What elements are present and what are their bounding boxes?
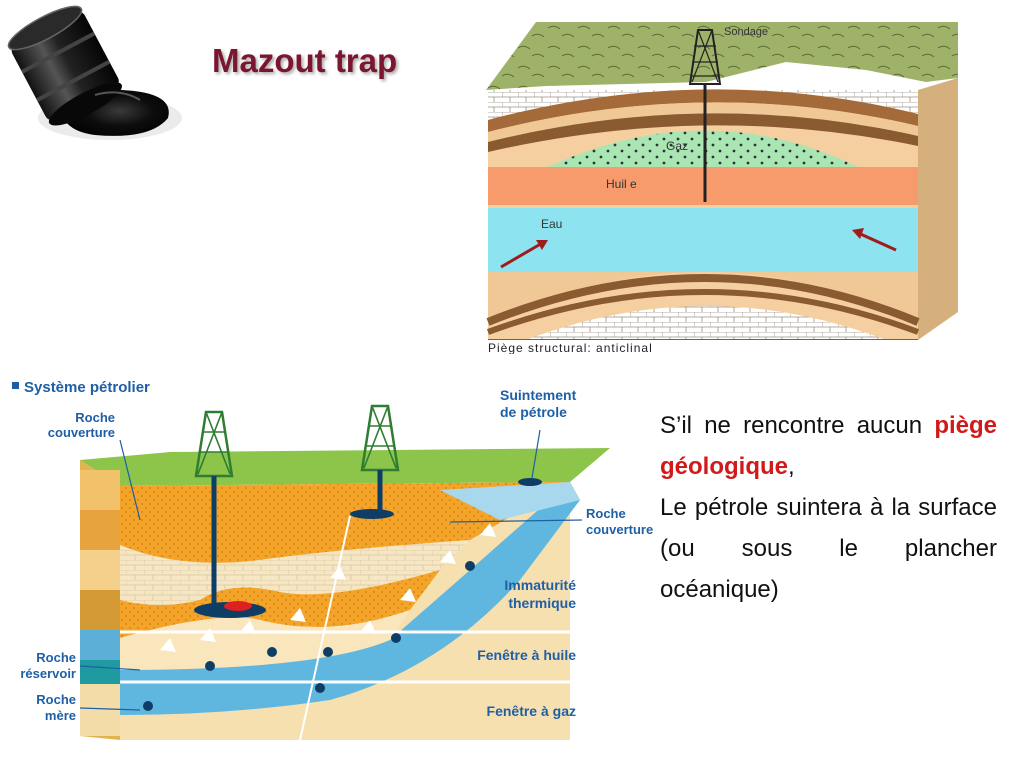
migration-arrows — [160, 523, 496, 652]
page-title: Mazout trap — [212, 42, 398, 79]
derrick-right-icon — [350, 404, 400, 519]
body-comma: , — [788, 453, 795, 480]
gas-label: Gaz — [666, 139, 688, 153]
body-line2: Le pétrole suintera à la surface (ou sou… — [660, 494, 997, 603]
drill-label: Sondage — [724, 26, 768, 38]
cap-rock-top-line1: Roche — [75, 410, 115, 425]
seep-marker — [518, 478, 542, 486]
body-line1: S’il ne rencontre aucun — [660, 412, 923, 439]
body-text: S’il ne rencontre aucun piège géologique… — [660, 405, 997, 610]
water-label: Eau — [541, 217, 562, 231]
reservoir-rock-line2: réservoir — [20, 666, 76, 681]
cap-rock-right-line2: couverture — [586, 522, 653, 537]
cap-rock-right-line1: Roche — [586, 506, 626, 521]
oil-barrel-image — [7, 5, 182, 140]
arrow-left-icon — [500, 240, 545, 269]
reservoir-rock-line1: Roche — [36, 650, 76, 665]
oil-blobs — [143, 561, 475, 711]
cap-rock-top-line2: couverture — [48, 425, 115, 440]
source-rock-line1: Roche — [36, 692, 76, 707]
derrick-left-icon — [194, 410, 266, 618]
source-rock-line2: mère — [45, 708, 76, 723]
geological-trap-emphasis: piège géologique — [660, 412, 998, 480]
immaturity-line2: thermique — [508, 595, 576, 611]
oil-window-label: Fenêtre à huile — [477, 647, 576, 663]
seep-line1: Suintement — [500, 387, 577, 403]
anticline-trap-diagram: Gaz Huil e Eau Sondage Piège structural:… — [486, 22, 958, 354]
immaturity-line1: Immaturité — [504, 577, 576, 593]
oil-label: Huil e — [606, 177, 637, 191]
arrow-right-icon — [855, 230, 897, 252]
seep-line2: de pétrole — [500, 404, 567, 420]
diagram-caption: Piège structural: anticlinal — [488, 341, 653, 354]
petroleum-system-diagram: Système pétrolier Roche couverture Roche… — [12, 379, 653, 741]
drilling-derrick-icon — [688, 29, 722, 202]
gas-window-label: Fenêtre à gaz — [487, 703, 576, 719]
system-heading: Système pétrolier — [24, 379, 150, 396]
